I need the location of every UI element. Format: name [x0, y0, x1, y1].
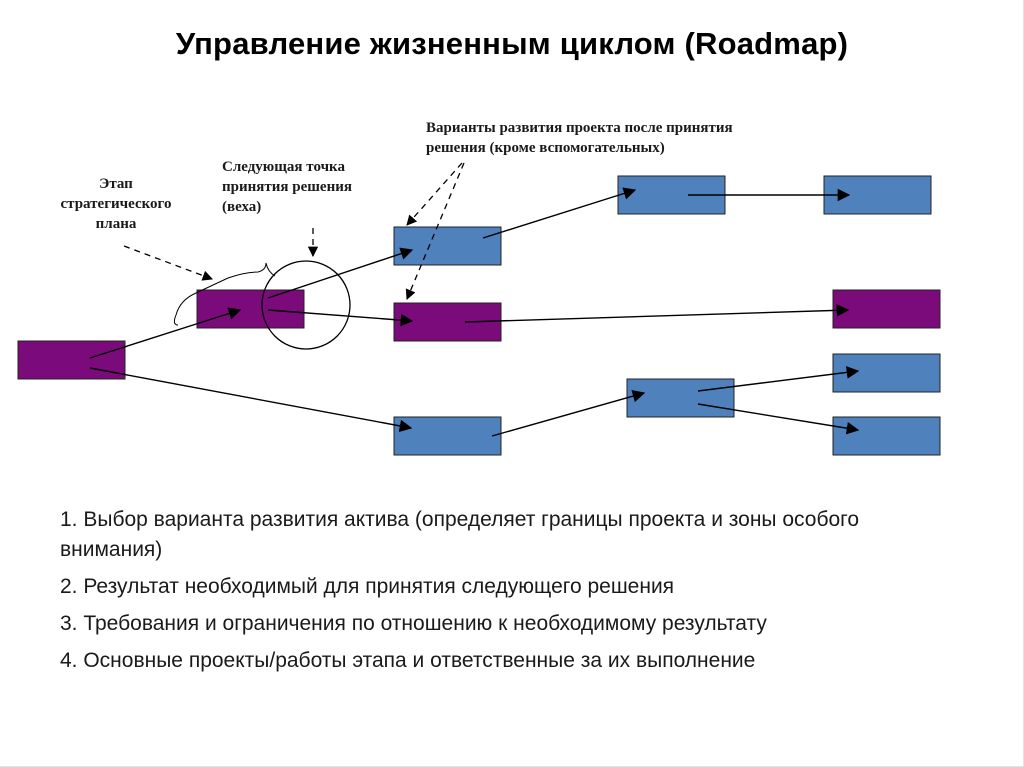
note-milestone-line2: принятия решения: [222, 179, 352, 195]
dashed-arrow-stage: [123, 245, 213, 281]
stage-brace: [173, 262, 276, 326]
note-strategic-stage-line2: стратегического: [60, 196, 172, 212]
dashed-arrow-variants-middle: [405, 162, 465, 300]
list-item: 3. Требования и ограничения по отношению…: [60, 612, 767, 635]
note-variants: Варианты развития проекта после принятия…: [426, 118, 846, 158]
box-option-top: [393, 226, 502, 266]
arrow-stage-to-middle: [267, 309, 414, 327]
dashed-arrow-variants-top: [406, 162, 463, 226]
arrow-bottom-to-stage3b: [491, 390, 646, 437]
box-strategic-stage: [196, 289, 305, 329]
arrow-start-to-bottom: [89, 367, 413, 433]
note-milestone-line3: (веха): [222, 199, 262, 215]
note-strategic-stage: Этап стратегического плана: [36, 174, 196, 234]
steps-list: 1. Выбор варианта развития актива (опред…: [60, 505, 960, 683]
box-end-bottom: [832, 416, 941, 456]
arrow-stage3b-to-end-bottom: [697, 403, 860, 435]
arrow-top-to-stage3: [482, 187, 637, 239]
note-milestone: Следующая точка принятия решения (веха): [222, 157, 402, 217]
arrow-middle-to-end-purple: [464, 304, 850, 323]
arrow-start-to-stage: [89, 307, 242, 359]
note-milestone-line1: Следующая точка: [222, 159, 345, 175]
box-option-bottom: [393, 416, 502, 456]
milestone-circle: [261, 260, 351, 350]
box-stage3-bottom: [626, 378, 735, 418]
slide-title: Управление жизненным циклом (Roadmap): [175, 26, 849, 61]
note-strategic-stage-line3: плана: [95, 216, 137, 232]
note-variants-line1: Варианты развития проекта после принятия: [426, 120, 733, 136]
note-strategic-stage-line1: Этап: [99, 176, 133, 192]
annotation-arrows: [123, 162, 465, 300]
connectors: [89, 187, 860, 437]
box-start: [17, 340, 126, 380]
arrow-stage-to-top: [267, 247, 414, 299]
note-variants-line2: решения (кроме вспомогательных): [426, 140, 665, 156]
list-item: 1. Выбор варианта развития актива (опред…: [60, 508, 860, 561]
list-item: 2. Результат необходимый для принятия сл…: [60, 575, 675, 598]
box-end-purple: [832, 289, 941, 329]
list-item: 4. Основные проекты/работы этапа и ответ…: [60, 649, 756, 672]
arrow-stage3b-to-end-mid: [697, 366, 860, 392]
box-end-mid: [832, 353, 941, 393]
